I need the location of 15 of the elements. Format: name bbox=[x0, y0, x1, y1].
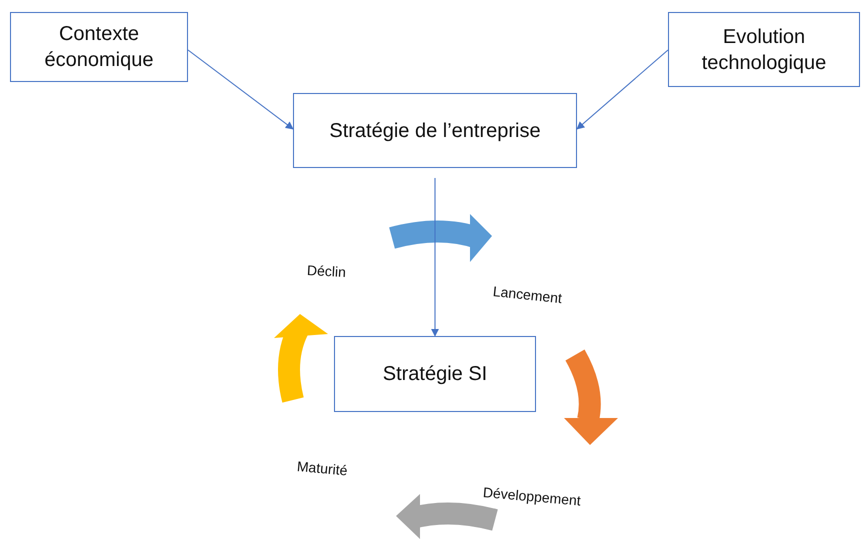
arrow bbox=[576, 50, 668, 130]
phase-label: Développement bbox=[482, 484, 582, 509]
box-label: Stratégie de l’entreprise bbox=[329, 118, 541, 144]
process-box bbox=[10, 12, 188, 82]
arrow bbox=[431, 178, 439, 337]
process-box bbox=[293, 93, 577, 168]
process-box bbox=[334, 336, 536, 412]
box-label: Stratégie SI bbox=[382, 362, 488, 387]
phase-label: Déclin bbox=[306, 262, 346, 280]
box-label: Contexte économique bbox=[44, 22, 154, 73]
arrow bbox=[188, 50, 294, 130]
phase-label: Lancement bbox=[492, 283, 563, 306]
box-label: Evolution technologique bbox=[700, 24, 828, 76]
process-box bbox=[668, 12, 860, 87]
phase-label: Maturité bbox=[296, 458, 348, 478]
